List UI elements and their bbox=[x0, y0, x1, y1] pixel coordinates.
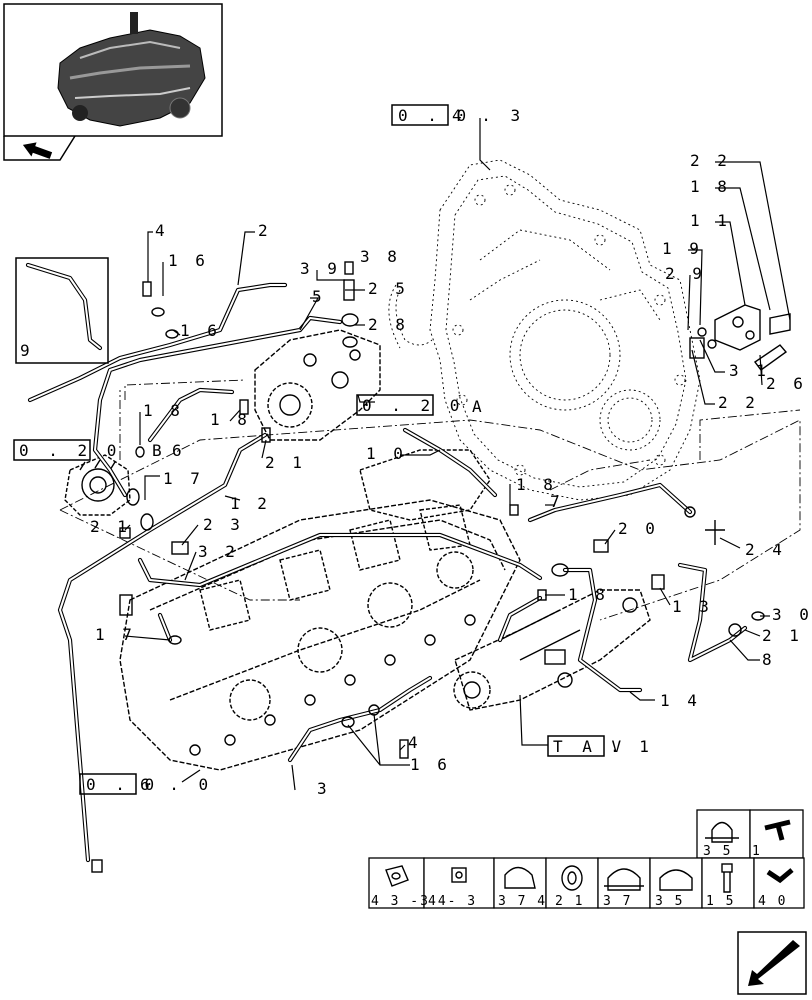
callout-4-bottom: 4 bbox=[408, 733, 422, 752]
flywheel-housing: A bbox=[388, 159, 701, 501]
callout-14: 1 4 bbox=[660, 691, 701, 710]
legend-top-35: 3 5 bbox=[703, 844, 732, 859]
callout-9: 9 bbox=[20, 341, 34, 360]
callout-39: 3 9 bbox=[300, 259, 341, 278]
engine-thumbnail-icon bbox=[57, 12, 206, 127]
callout-28: 2 8 bbox=[368, 315, 409, 334]
callout-3: 3 bbox=[317, 779, 331, 798]
callout-18-left: 1 8 bbox=[143, 401, 184, 420]
reference-0-20-right[interactable]: 0 . 2 0 bbox=[356, 394, 464, 416]
callout-B: B bbox=[152, 441, 166, 460]
engine-thumbnail[interactable] bbox=[3, 3, 223, 163]
next-page-arrow-icon bbox=[748, 940, 800, 986]
legend-21: 2 1 bbox=[555, 894, 584, 909]
back-arrow-icon[interactable] bbox=[20, 138, 53, 162]
reference-tav[interactable]: T A V . 1 bbox=[547, 735, 654, 757]
legend-15: 1 5 bbox=[706, 894, 735, 909]
callout-18-right: 1 8 bbox=[516, 475, 557, 494]
callout-20: 2 0 bbox=[618, 519, 659, 538]
leader-lines bbox=[124, 118, 791, 791]
callout-16-bottom: 1 6 bbox=[410, 755, 451, 774]
callout-13: 1 3 bbox=[672, 597, 713, 616]
callout-18-mid: 1 8 bbox=[210, 410, 251, 429]
callout-38: 3 8 bbox=[360, 247, 401, 266]
clamp-icon bbox=[705, 821, 739, 843]
callout-29: 2 9 bbox=[665, 264, 706, 283]
callout-30: 3 0 bbox=[772, 605, 812, 624]
clamp-open-icon bbox=[504, 866, 536, 889]
fuel-filter-rail bbox=[453, 589, 651, 711]
callout-23: 2 3 bbox=[203, 515, 244, 534]
elbow-icon bbox=[766, 868, 794, 884]
callout-18-lower: 1 8 bbox=[568, 585, 609, 604]
legend-37-4: 3 7 4 bbox=[498, 894, 547, 909]
next-page-button[interactable] bbox=[737, 931, 807, 995]
callout-16-mid: 1 6 bbox=[180, 321, 221, 340]
ref-0-04-label: 0 . 0 bbox=[398, 106, 471, 125]
ref-0-04-suffix: 4 . 3 bbox=[452, 106, 525, 125]
callout-17-bottom: 1 7 bbox=[95, 625, 136, 644]
reference-0-04[interactable]: 0 . 0 4 . 3 bbox=[391, 104, 525, 126]
bolt-icon bbox=[721, 863, 733, 893]
ref-0-06-suffix: 6 . 0 bbox=[140, 775, 213, 794]
nut-small-icon bbox=[451, 867, 467, 883]
callout-12: 1 2 bbox=[230, 494, 271, 513]
clamp-medium-icon bbox=[659, 869, 693, 891]
callout-17-top: 1 7 bbox=[163, 469, 204, 488]
callout-11: 1 1 bbox=[690, 211, 731, 230]
callout-18-top: 1 8 bbox=[690, 177, 731, 196]
tee-fitting-icon bbox=[764, 819, 791, 841]
washer-icon bbox=[561, 865, 583, 891]
legend-top-1: 1 bbox=[752, 844, 762, 859]
callout-22-bottom: 2 2 bbox=[718, 393, 759, 412]
legend-44-3: 44- 3 bbox=[428, 894, 477, 909]
callout-A: A bbox=[472, 397, 486, 416]
callout-6: 6 bbox=[172, 441, 186, 460]
callout-2: 2 bbox=[258, 221, 272, 240]
ref-0-20-right-label: 0 . 2 0 bbox=[362, 396, 464, 415]
reference-0-06[interactable]: 0 . 0 6 . 0 bbox=[79, 773, 213, 795]
callout-26: 2 6 bbox=[766, 374, 807, 393]
callouts: 2 2 1 8 1 1 1 9 2 9 3 1 2 6 2 2 4 1 6 2 … bbox=[20, 151, 812, 798]
legend-35: 3 5 bbox=[655, 894, 684, 909]
callout-21-right: 2 1 bbox=[762, 626, 803, 645]
clamp-large-icon bbox=[604, 868, 644, 891]
callout-21-left: 2 1 bbox=[90, 517, 131, 536]
ref-tav-suffix: . 1 bbox=[610, 737, 654, 756]
pipes bbox=[25, 262, 748, 863]
legend-43-3: 4 3 -3 bbox=[371, 894, 430, 909]
callout-5: 5 bbox=[312, 287, 326, 306]
ref-tav-label: T A V bbox=[553, 737, 626, 756]
callout-21-mid: 2 1 bbox=[265, 453, 306, 472]
nut-icon bbox=[385, 865, 409, 887]
legend-37: 3 7 bbox=[603, 894, 632, 909]
callout-4-top: 4 bbox=[155, 221, 169, 240]
callout-25: 2 5 bbox=[368, 279, 409, 298]
ref-0-20-left-label: 0 . 2 0 bbox=[19, 441, 121, 460]
callout-19: 1 9 bbox=[662, 239, 703, 258]
callout-7: 7 bbox=[550, 492, 564, 511]
ref-0-06-label: 0 . 0 bbox=[86, 775, 159, 794]
reference-0-20-left[interactable]: 0 . 2 0 bbox=[13, 439, 121, 461]
callout-16-top: 1 6 bbox=[168, 251, 209, 270]
injection-pump bbox=[254, 329, 381, 441]
detail-box-9 bbox=[15, 257, 109, 364]
legend-40: 4 0 bbox=[758, 894, 787, 909]
callout-31: 3 1 bbox=[729, 361, 770, 380]
engine-block bbox=[59, 379, 801, 771]
parts-legend-table: 3 5 1 bbox=[368, 809, 805, 909]
callout-24: 2 4 bbox=[745, 540, 786, 559]
callout-22-top: 2 2 bbox=[690, 151, 731, 170]
callout-32: 3 2 bbox=[198, 542, 239, 561]
callout-10: 1 0 bbox=[366, 444, 407, 463]
callout-8: 8 bbox=[762, 650, 776, 669]
